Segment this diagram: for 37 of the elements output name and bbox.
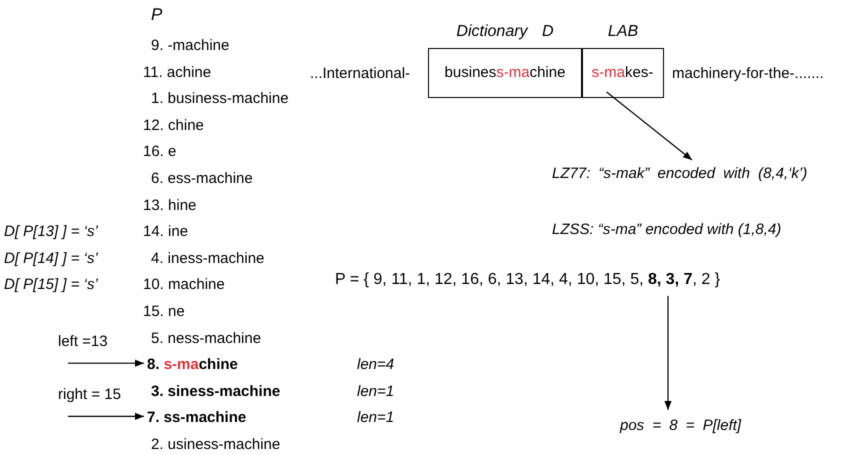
annotation-text: LZSS: “s-ma” encoded with (1,8,4) [552, 221, 782, 238]
suffix-entry: 9. -machine [151, 37, 230, 54]
suffix-entry: 13. hine [143, 196, 196, 214]
text-stream: machinery-for-the-....... [672, 65, 824, 82]
annotation-text: LZ77: “s-mak” encoded with (8,4,‘k’) [552, 165, 808, 182]
box-heading: LAB [608, 22, 638, 42]
suffix-entry: 16. e [143, 143, 176, 160]
suffix-entry: 7. ss-machine [147, 409, 246, 426]
arrow [664, 296, 672, 410]
suffix-entry: 12. chine [143, 116, 204, 134]
box-heading: Dictionary D [456, 22, 554, 42]
buffer-text: business-machine [444, 62, 566, 83]
annotation-text: len=1 [357, 409, 394, 426]
annotation-text: D[ P[14] ] = ‘s’ [4, 250, 98, 267]
array-text: P = { 9, 11, 1, 12, 16, 6, 13, 14, 4, 10, 15, 5, 8, 3, 7, 2 } [335, 271, 720, 288]
suffix-entry: 11. achine [143, 64, 212, 81]
annotation-text: D[ P[15] ] = ‘s’ [4, 276, 98, 294]
suffix-entry: 14. ine [143, 223, 188, 240]
annotation-text: len=4 [357, 356, 394, 374]
suffix-entry: 5. ness-machine [151, 330, 262, 347]
arrow [68, 412, 144, 420]
suffix-entry: 10. machine [143, 276, 225, 294]
suffix-entry: 8. s-machine [147, 356, 238, 374]
array-heading: P [151, 5, 162, 24]
arrow [68, 360, 144, 367]
suffix-entry: 4. iness-machine [151, 250, 264, 267]
annotation-text: pos = 8 = P[left] [620, 417, 742, 434]
suffix-entry: 1. business-machine [151, 90, 289, 108]
suffix-entry: 2. usiness-machine [151, 436, 280, 453]
text-stream: ...International- [310, 65, 410, 82]
suffix-entry: 15. ne [143, 303, 185, 320]
annotation-text: len=1 [357, 382, 394, 400]
suffix-entry: 6. ess-machine [151, 170, 253, 187]
annotation-text: D[ P[13] ] = ‘s’ [4, 223, 98, 240]
arrow [606, 92, 692, 160]
suffix-entry: 3. siness-machine [151, 382, 280, 400]
buffer-text: s-makes- [592, 62, 654, 83]
